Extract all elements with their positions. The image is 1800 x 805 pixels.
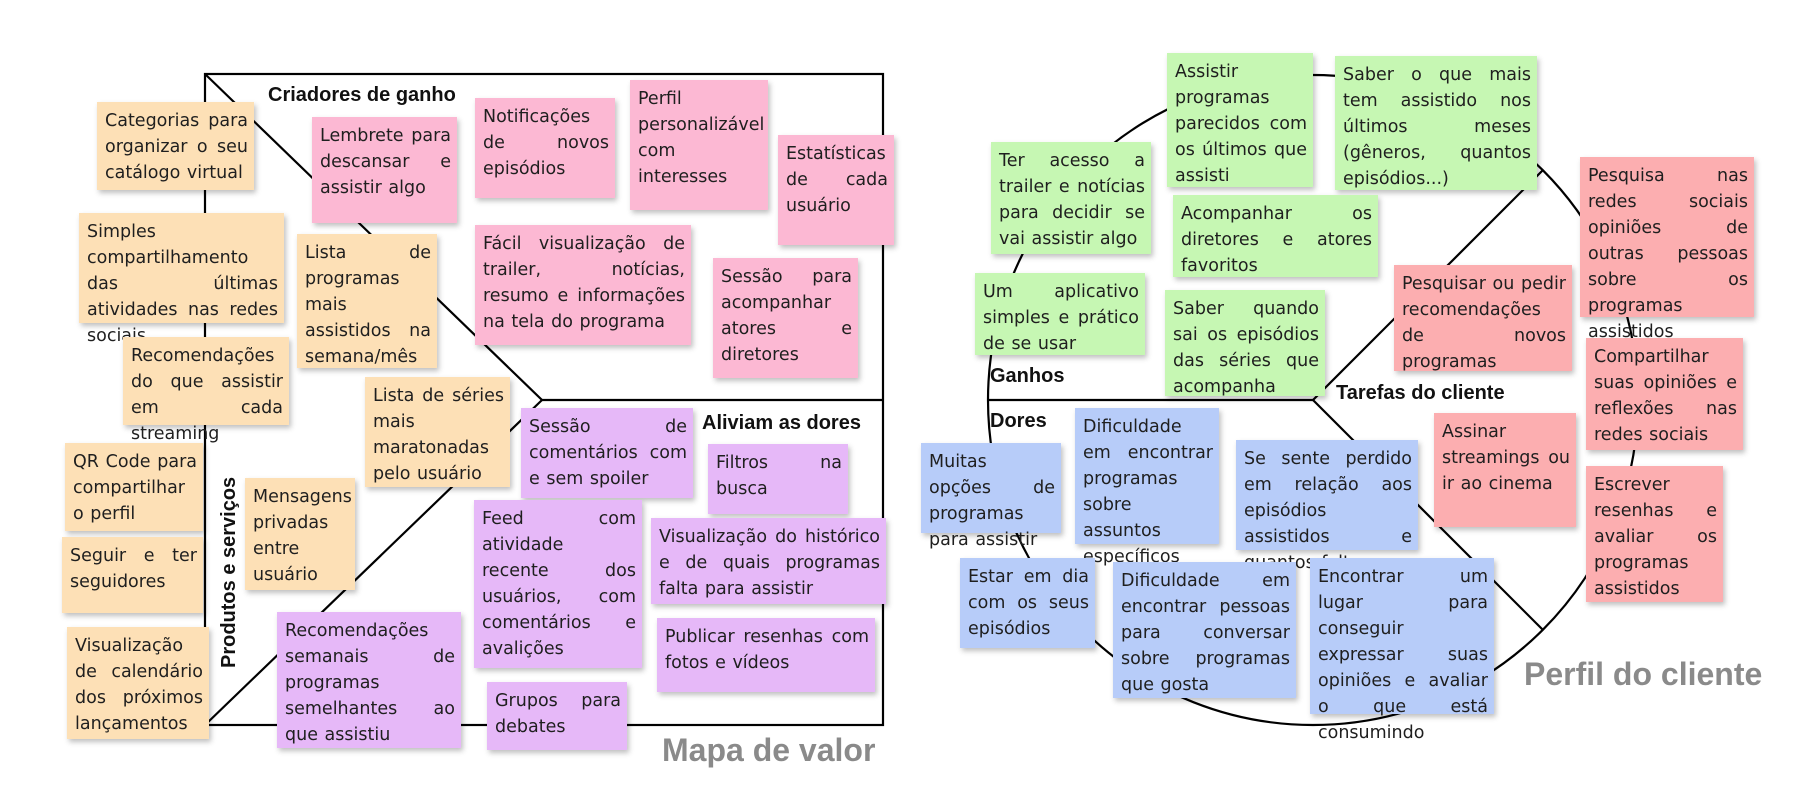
pain-reliever-note: Publicar resenhas com fotos e vídeos — [657, 618, 875, 692]
gain-creator-note: Fácil visualização de trailer, notícias,… — [475, 225, 691, 345]
products-label: Produtos e serviços — [218, 476, 240, 668]
gain-note: Um aplicativo simples e prático de se us… — [975, 273, 1145, 355]
gain-note: Ter acesso a trailer e notícias para dec… — [991, 142, 1151, 254]
product-note: Categorias para organizar o seu catálogo… — [97, 102, 254, 190]
pain-relievers-label: Aliviam as dores — [702, 412, 861, 434]
pain-reliever-note: Grupos para debates — [487, 682, 627, 750]
gain-note: Saber quando sai os episódios das séries… — [1165, 290, 1325, 397]
product-note: Mensagens privadas entre usuário — [245, 478, 355, 590]
pain-note: Muitas opções de programas para assistir — [921, 443, 1061, 550]
product-note: Lista de programas mais assistidos na se… — [297, 234, 437, 368]
pain-note: Estar em dia com os seus episódios — [960, 558, 1095, 648]
pain-reliever-note: Filtros na busca — [708, 444, 848, 514]
job-note: Escrever resenhas e avaliar os programas… — [1586, 466, 1723, 602]
gain-note: Acompanhar os diretores e atores favorit… — [1173, 195, 1378, 277]
customer-profile-diagonal-bottom — [1312, 399, 1544, 631]
gain-creators-label: Criadores de ganho — [268, 84, 456, 106]
pain-reliever-note: Feed com atividade recente dos usuários,… — [474, 500, 642, 668]
product-note: Lista de séries mais maratonadas pelo us… — [365, 377, 510, 487]
job-note: Pesquisa nas redes sociais opiniões de o… — [1580, 157, 1754, 342]
job-note: Pesquisar ou pedir recomendações de novo… — [1394, 265, 1572, 372]
pain-reliever-note: Sessão de comentários com e sem spoiler — [521, 408, 693, 498]
pain-note: Dificuldade em encontrar pessoas para co… — [1113, 562, 1296, 698]
pain-reliever-note: Visualização do histórico e de quais pro… — [651, 518, 886, 604]
product-note: Recomendações do que assistir em cada st… — [123, 337, 289, 444]
customer-profile-title: Perfil do cliente — [1524, 656, 1763, 692]
value-map-title: Mapa de valor — [662, 732, 876, 768]
pain-reliever-note: Recomendações semanais de programas seme… — [277, 612, 461, 748]
product-note: Simples compartilhamento das últimas ati… — [79, 213, 284, 346]
gain-creator-note: Estatísticas de cada usuário — [778, 135, 894, 245]
job-note: Assinar streamings ou ir ao cinema — [1434, 413, 1576, 527]
pain-note: Se sente perdido em relação aos episódio… — [1236, 440, 1418, 573]
pain-note: Dificuldade em encontrar programas sobre… — [1075, 408, 1219, 567]
pains-label: Dores — [990, 410, 1047, 432]
product-note: Visualização de calendário dos próximos … — [67, 627, 209, 739]
gain-creator-note: Lembrete para descansar e assistir algo — [312, 117, 457, 223]
job-note: Compartilhar suas opiniões e reflexões n… — [1586, 338, 1743, 450]
gain-note: Saber o que mais tem assistido nos últim… — [1335, 56, 1537, 190]
jobs-label: Tarefas do cliente — [1336, 382, 1505, 404]
gain-creator-note: Notificações de novos episódios — [475, 98, 615, 198]
gains-label: Ganhos — [990, 365, 1065, 387]
gain-creator-note: Sessão para acompanhar atores e diretore… — [713, 258, 858, 378]
pain-note: Encontrar um lugar para conseguir expres… — [1310, 558, 1494, 743]
gain-note: Assistir programas parecidos com os últi… — [1167, 53, 1313, 187]
product-note: Seguir e ter seguidores — [62, 537, 203, 613]
gain-creator-note: Perfil personalizável com interesses — [630, 80, 768, 210]
product-note: QR Code para compartilhar o perfil — [65, 443, 203, 531]
